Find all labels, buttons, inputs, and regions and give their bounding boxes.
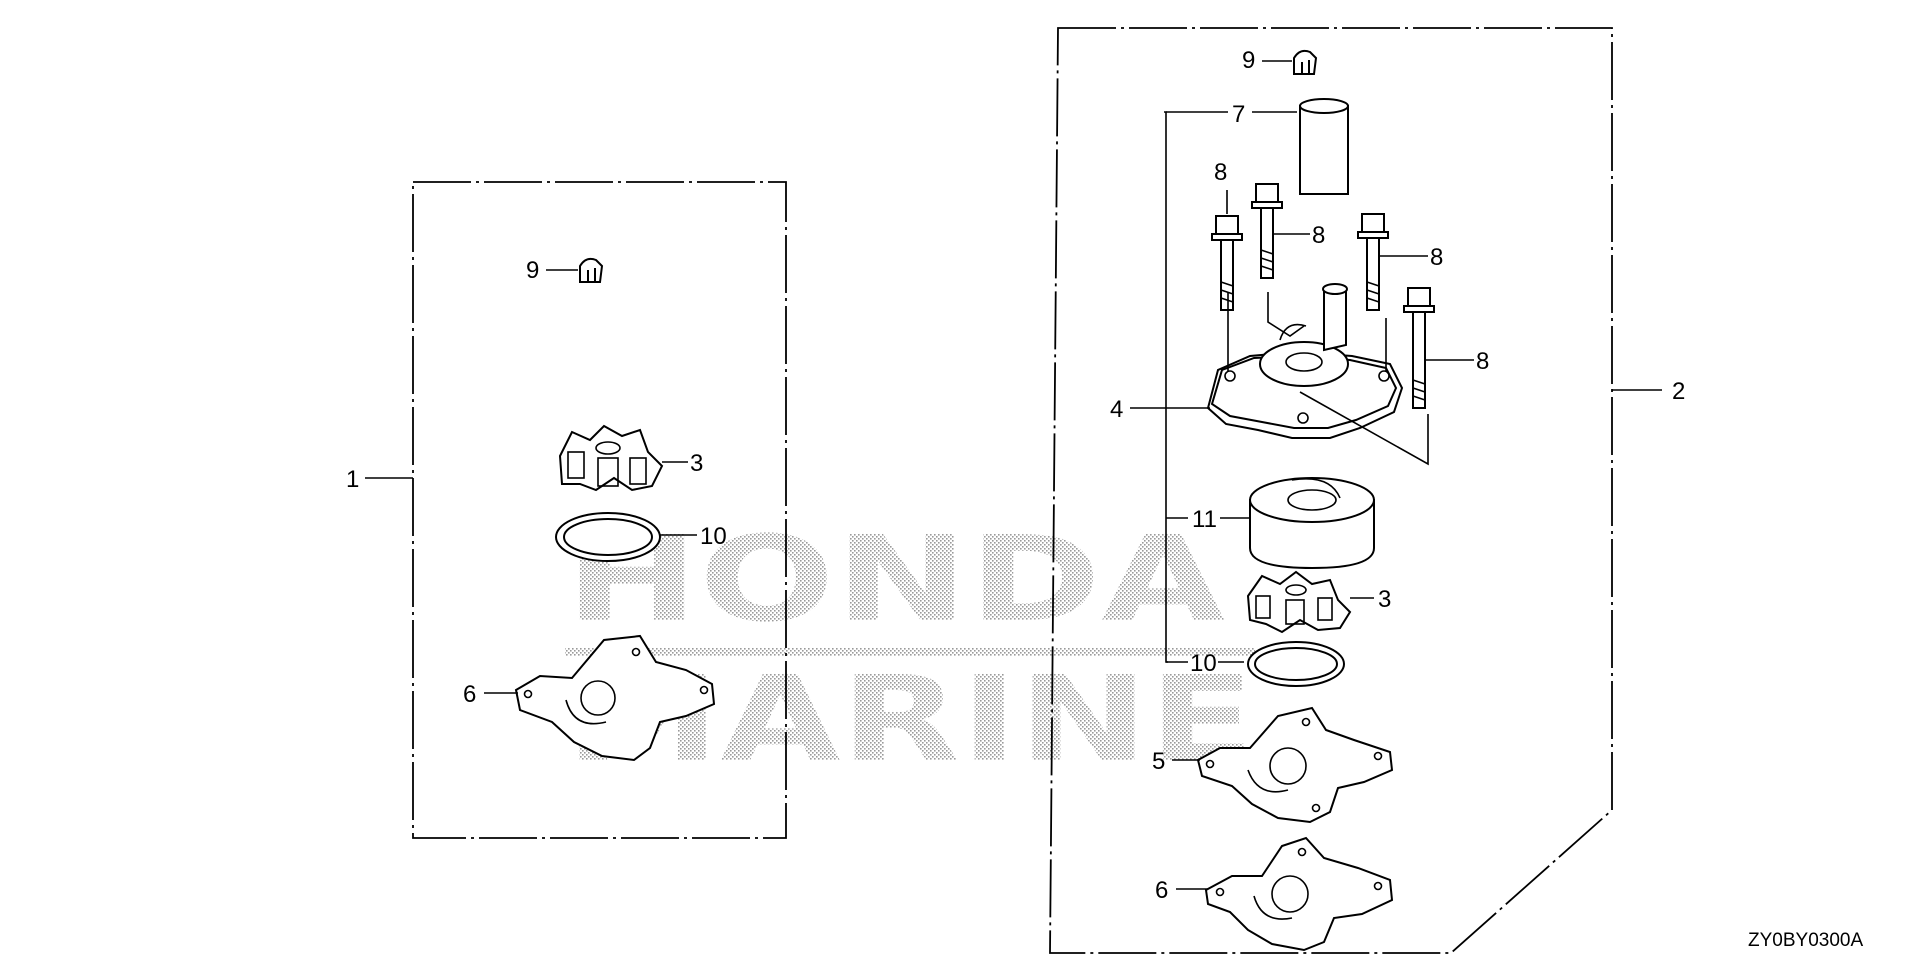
callout-8-b: 8 (1312, 222, 1325, 249)
callout-5: 5 (1152, 748, 1165, 775)
callout-3-left: 3 (690, 450, 703, 477)
bolt-part-d (1403, 287, 1435, 409)
callout-6-left: 6 (463, 681, 476, 708)
impeller-part-left (558, 424, 664, 492)
kit-2-frame (1049, 27, 1613, 954)
callout-2: 2 (1672, 378, 1685, 405)
callout-9-right: 9 (1242, 47, 1255, 74)
impeller-part-right (1246, 570, 1352, 634)
kit-1-frame (412, 181, 787, 839)
honda-marine-watermark: HONDA MARINE (565, 510, 1255, 788)
bolt-axis-b (1267, 292, 1305, 337)
callout-4: 4 (1110, 396, 1123, 423)
plate-part (1196, 706, 1394, 824)
callout-8-c: 8 (1430, 244, 1443, 271)
gasket-part-right (1204, 836, 1394, 952)
callout-1: 1 (346, 466, 359, 493)
callout-3-right: 3 (1378, 586, 1391, 613)
callout-7: 7 (1232, 101, 1245, 128)
kit-2-group: 2 9 7 8 8 (1049, 27, 1685, 954)
bolt-part-a (1211, 215, 1243, 311)
callout-10-right: 10 (1190, 650, 1217, 677)
callout-10-left: 10 (700, 523, 727, 550)
callout-9-left: 9 (526, 257, 539, 284)
callout-8-a: 8 (1214, 159, 1227, 186)
sleeve-part (1299, 98, 1349, 195)
callout-6-right: 6 (1155, 877, 1168, 904)
callout-11: 11 (1192, 506, 1217, 533)
kit-1-group: 1 9 3 10 6 (346, 181, 787, 839)
callout-8-d: 8 (1476, 348, 1489, 375)
diagram-code: ZY0BY0300A (1748, 930, 1863, 951)
o-ring-part-right (1247, 641, 1345, 687)
watermark-rule (565, 648, 1255, 656)
watermark-line1: HONDA (565, 510, 1225, 648)
grommet-part-right (1293, 49, 1318, 75)
liner-part (1249, 477, 1375, 570)
bolt-part-c (1357, 213, 1389, 311)
bolt-axis-d (1299, 391, 1429, 466)
bolt-part-b (1251, 183, 1283, 279)
grommet-part-left (579, 257, 604, 283)
o-ring-part-left (555, 512, 661, 562)
gasket-part-left (514, 634, 716, 762)
